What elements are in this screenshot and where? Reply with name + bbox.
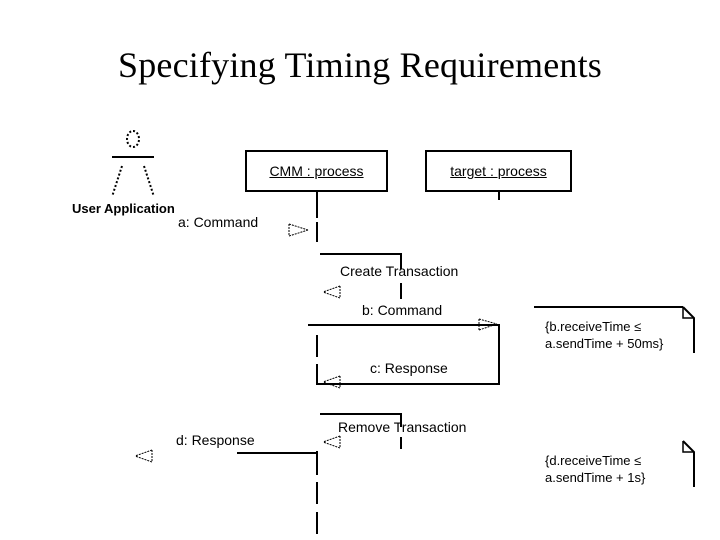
- arrowhead-b-icon: [478, 317, 500, 333]
- note-d-timing-constraint: {d.receiveTime ≤ a.sendTime + 1s}: [533, 440, 695, 488]
- message-line-c: [316, 383, 500, 385]
- cmm-lifeline-seg-2: [316, 222, 318, 242]
- cmm-lifeline-seg-4: [316, 364, 318, 384]
- message-label-c: c: Response: [370, 360, 448, 376]
- actor-right-leg-icon: [143, 165, 155, 195]
- self-message-tick2-create-transaction: [400, 283, 402, 299]
- note-b-timing-constraint: {b.receiveTime ≤ a.sendTime + 50ms}: [533, 306, 695, 354]
- cmm-lifeline-seg-6: [316, 482, 318, 504]
- lifeline-label-cmm: CMM : process: [269, 163, 364, 179]
- actor-stick-figure-icon: [108, 130, 168, 200]
- actor-head-icon: [126, 130, 140, 148]
- arrowhead-create-transaction-icon: [320, 284, 342, 300]
- target-activation-bar: [498, 324, 500, 384]
- lifeline-box-cmm[interactable]: CMM : process: [245, 150, 388, 192]
- self-message-line-create-transaction: [320, 253, 402, 255]
- target-lifeline-stub: [498, 192, 500, 200]
- cmm-lifeline-seg-3: [316, 335, 318, 357]
- message-label-create-transaction: Create Transaction: [340, 263, 459, 279]
- message-label-d: d: Response: [176, 432, 255, 448]
- self-message-tick2-remove-transaction: [400, 437, 402, 449]
- note-d-line2: a.sendTime + 1s}: [545, 470, 646, 485]
- actor-left-leg-icon: [111, 165, 123, 195]
- arrowhead-remove-transaction-icon: [320, 434, 342, 450]
- actor-label: User Application: [72, 201, 175, 216]
- lifeline-label-target: target : process: [450, 163, 547, 179]
- arrowhead-c-icon: [320, 374, 342, 390]
- message-label-remove-transaction: Remove Transaction: [338, 419, 467, 435]
- page-title: Specifying Timing Requirements: [117, 45, 602, 85]
- lifeline-box-target[interactable]: target : process: [425, 150, 572, 192]
- actor-arms-icon: [112, 156, 154, 158]
- note-b-line1: {b.receiveTime ≤: [545, 319, 642, 334]
- self-message-line-remove-transaction: [320, 413, 402, 415]
- note-b-line2: a.sendTime + 50ms}: [545, 336, 664, 351]
- message-line-d: [237, 452, 318, 454]
- cmm-lifeline-seg-5: [316, 451, 318, 475]
- self-message-tick-remove-transaction: [400, 413, 402, 427]
- self-message-tick-create-transaction: [400, 253, 402, 269]
- message-label-a: a: Command: [178, 214, 259, 230]
- cmm-lifeline-seg-1: [316, 192, 318, 218]
- arrowhead-d-icon: [132, 448, 154, 464]
- arrowhead-a-icon: [288, 222, 312, 238]
- message-label-b: b: Command: [362, 302, 443, 318]
- message-line-b: [308, 324, 500, 326]
- cmm-lifeline-seg-7: [316, 512, 318, 534]
- note-d-line1: {d.receiveTime ≤: [545, 453, 642, 468]
